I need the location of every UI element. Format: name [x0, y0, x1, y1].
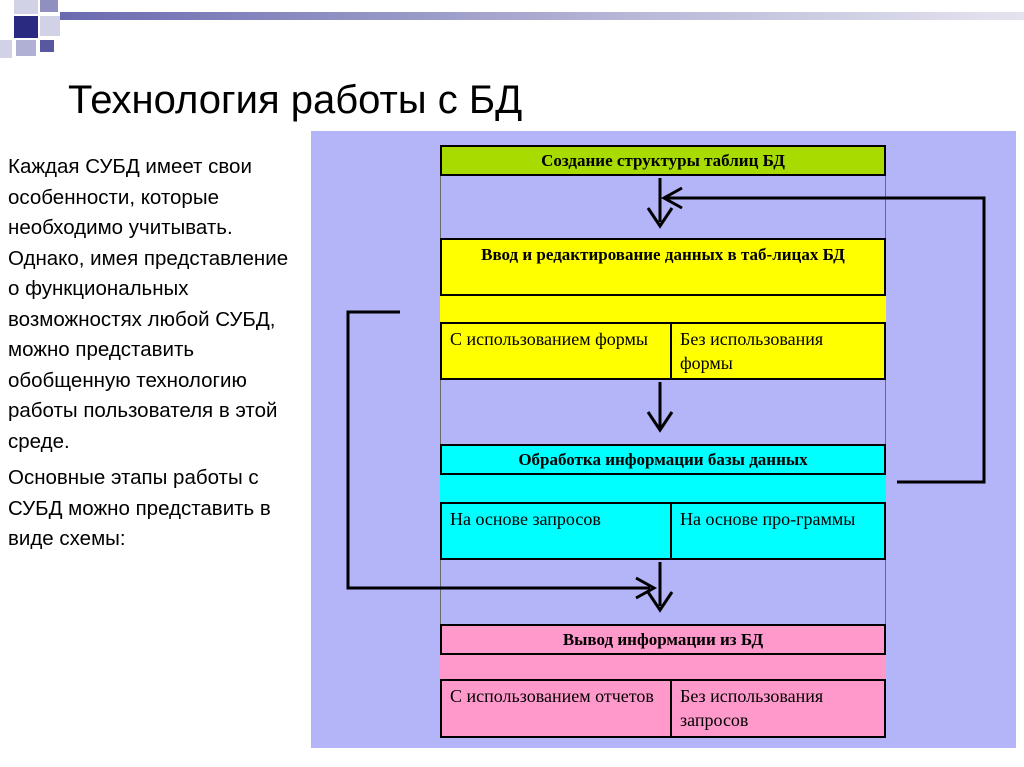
- option-reports: С использованием отчетов: [442, 681, 672, 736]
- stage-spacer: [440, 475, 886, 502]
- stage-output-options: С использованием отчетов Без использован…: [440, 679, 886, 738]
- deco-square: [14, 0, 38, 14]
- slide-title: Технология работы с БД: [68, 78, 523, 122]
- option-program: На основе про-граммы: [680, 509, 856, 529]
- paragraph-intro: Каждая СУБД имеет свои особенности, кото…: [8, 155, 289, 453]
- body-text: Каждая СУБД имеет свои особенности, кото…: [8, 152, 300, 561]
- deco-square: [40, 16, 60, 36]
- deco-square: [14, 16, 38, 38]
- stage-title: Вывод информации из БД: [562, 630, 764, 649]
- option-queries: На основе запросов: [442, 504, 672, 558]
- stage-processing: Обработка информации базы данных: [440, 444, 886, 475]
- option-without-form: Без использования формы: [680, 329, 824, 373]
- deco-square: [16, 40, 36, 56]
- arrow-stage3-to-stage4: [646, 562, 674, 613]
- arrow-stage1-to-stage2: [646, 178, 674, 229]
- deco-square: [0, 40, 12, 58]
- stage-title: Создание структуры таблиц БД: [541, 151, 785, 170]
- arrow-feedback-left: [346, 310, 658, 600]
- stage-processing-options: На основе запросов На основе про-граммы: [440, 502, 886, 560]
- stage-spacer: [440, 655, 886, 679]
- stage-spacer: [440, 296, 886, 322]
- stage-input-options: С использованием формы Без использования…: [440, 322, 886, 380]
- option-without-queries: Без использования запросов: [680, 686, 824, 730]
- stage-title: Обработка информации базы данных: [518, 450, 808, 469]
- paragraph-stages: Основные этапы работы с СУБД можно предс…: [8, 466, 271, 550]
- stage-create-structure: Создание структуры таблиц БД: [440, 145, 886, 176]
- arrow-stage2-to-stage3: [646, 382, 674, 433]
- stage-title: Ввод и редактирование данных в таб-лицах…: [481, 245, 845, 264]
- arrow-feedback-right: [660, 186, 986, 484]
- stage-input-edit: Ввод и редактирование данных в таб-лицах…: [440, 238, 886, 296]
- deco-square: [40, 40, 54, 52]
- option-with-form: С использованием формы: [442, 324, 672, 378]
- deco-square: [40, 0, 58, 12]
- stage-output: Вывод информации из БД: [440, 624, 886, 655]
- top-bar-decoration: [60, 12, 1024, 20]
